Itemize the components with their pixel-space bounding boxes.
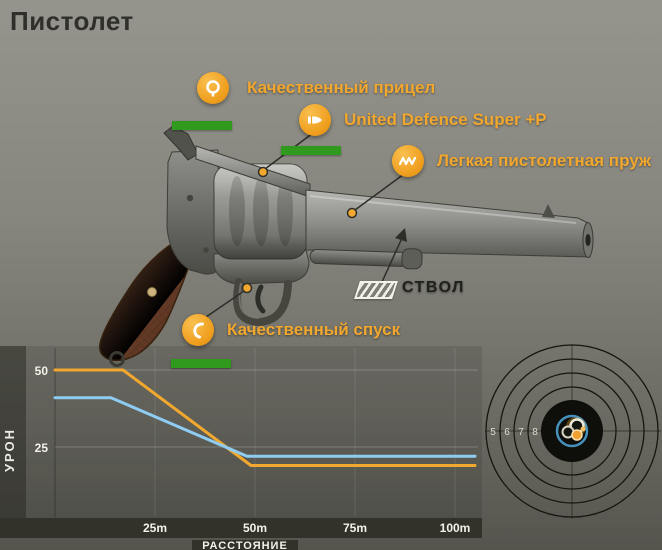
revolver-trigger-blade [255, 284, 266, 314]
x-axis-title-strip [192, 540, 298, 550]
x-axis-label: РАССТОЯНИЕ [202, 540, 288, 550]
trigger-upgrade-bar [171, 359, 231, 368]
chart-grid [54, 348, 478, 517]
x-axis-strip [0, 518, 482, 538]
cylinder-flute [277, 176, 293, 246]
sight-upgrade-bar [172, 121, 232, 130]
revolver-underframe [213, 249, 310, 285]
y-axis-label: УРОН [2, 428, 17, 472]
barrel-arrowhead [395, 228, 407, 242]
bullet-holes [555, 414, 589, 448]
spring-label: Легкая пистолетная пруж [437, 151, 651, 170]
frame-screw [203, 247, 209, 253]
sight-label: Качественный прицел [247, 78, 436, 97]
svg-text:7: 7 [518, 427, 524, 438]
trigger-attachment-slot[interactable] [182, 314, 214, 346]
spring-attachment-slot[interactable] [392, 145, 424, 177]
x-tick-100m: 100m [440, 521, 471, 535]
trigger-icon [193, 322, 204, 339]
cylinder-shading [214, 164, 307, 259]
cylinder-flute [253, 176, 269, 246]
barrel-hatch-icon[interactable] [354, 281, 398, 299]
svg-text:6: 6 [504, 427, 510, 438]
y-tick-50: 50 [35, 364, 49, 378]
attach-dot-trigger [241, 282, 253, 294]
revolver-cylinder [213, 163, 308, 260]
page-title: Пистолет [10, 6, 134, 36]
ammo-upgrade-bar [281, 146, 341, 155]
bullet-icon [308, 116, 322, 124]
chart-plot-background [26, 346, 482, 518]
trigger-label: Качественный спуск [227, 320, 401, 339]
revolver-barrel [305, 189, 591, 258]
front-sight [542, 204, 555, 218]
cylinder-flute [229, 176, 245, 246]
target-ring-numbers: 5 6 7 8 [490, 427, 538, 438]
muzzle [582, 222, 594, 258]
frame-screw [186, 194, 194, 202]
x-tick-75m: 75m [343, 521, 367, 535]
x-tick-50m: 50m [243, 521, 267, 535]
grip-medallion [147, 287, 157, 297]
sight-icon [206, 80, 220, 97]
x-tick-25m: 25m [143, 521, 167, 535]
ammo-label: United Defence Super +P [344, 110, 547, 129]
y-tick-25: 25 [35, 441, 49, 455]
trigger-guard [233, 278, 292, 327]
barrel-label: СТВОЛ [402, 279, 465, 296]
attach-dot-ammo [257, 166, 269, 178]
revolver-hammer [163, 125, 199, 161]
muzzle-bore [585, 234, 591, 246]
series-modified-damage [53, 368, 477, 467]
spring-icon [398, 156, 417, 166]
svg-text:5: 5 [490, 427, 496, 438]
barrel-highlight [309, 195, 577, 224]
y-axis-strip [0, 346, 26, 538]
svg-text:8: 8 [532, 427, 538, 438]
series-base-damage [53, 396, 477, 458]
trigger-guard-highlight [238, 282, 260, 319]
ammo-attachment-slot[interactable] [299, 104, 331, 136]
ejector-rod [309, 248, 423, 270]
sight-attachment-slot[interactable] [197, 72, 229, 104]
chart-series [53, 368, 477, 467]
revolver-frame [166, 149, 221, 275]
attach-dot-spring [346, 207, 358, 219]
accuracy-target: 5 6 7 8 [485, 344, 661, 519]
damage-chart: УРОН 50 25 25m 50m 75m 100m РАССТОЯНИЕ [0, 346, 482, 550]
